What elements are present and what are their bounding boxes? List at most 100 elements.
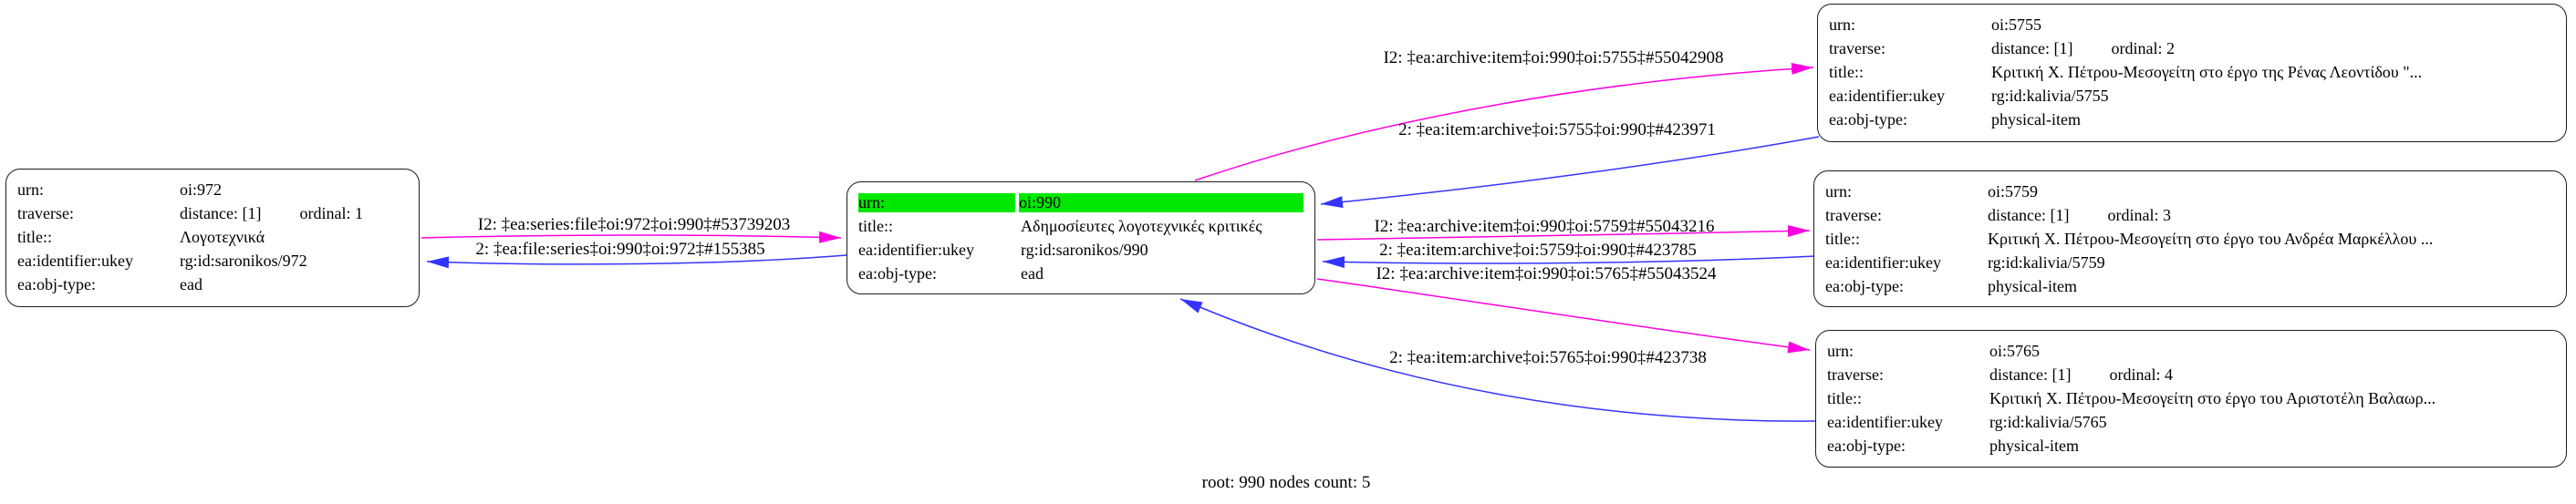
node-row: traverse: distance: [1] ordinal: 2: [1829, 36, 2555, 60]
node-oi-990-root[interactable]: urn: oi:990 title:: Αδημοσίευτες λογοτεχ…: [847, 181, 1315, 294]
node-row: traverse: distance: [1] ordinal: 4: [1827, 363, 2555, 386]
field-key: ea:identifier:ukey: [858, 240, 974, 259]
field-value: rg:id:kalivia/5755: [1991, 86, 2109, 105]
field-key: urn:: [858, 192, 1015, 212]
field-key: ea:obj-type:: [1825, 276, 1904, 295]
field-key: title::: [1827, 388, 1862, 407]
field-value: rg:id:kalivia/5765: [1989, 412, 2107, 431]
field-value: physical-item: [1991, 109, 2081, 129]
node-row: urn: oi:5755: [1829, 13, 2555, 36]
node-oi-5755[interactable]: urn: oi:5755 traverse: distance: [1] ordi…: [1817, 4, 2567, 142]
field-key: traverse:: [1829, 38, 1885, 57]
node-row: ea:identifier:ukey rg:id:saronikos/972: [17, 249, 408, 273]
edge-label-archive-item-990-5755: I2: ‡ea:archive:item‡oi:990‡oi:5755‡#550…: [1383, 48, 1724, 67]
node-row: traverse: distance: [1] ordinal: 3: [1825, 203, 2555, 227]
node-oi-972[interactable]: urn: oi:972 traverse: distance: [1] ordin…: [5, 169, 420, 307]
field-value-ordinal: ordinal: 1: [299, 203, 363, 222]
edge-label-archive-item-990-5759: I2: ‡ea:archive:item‡oi:990‡oi:5759‡#550…: [1374, 217, 1715, 236]
field-key: ea:obj-type:: [858, 263, 937, 283]
node-oi-5765[interactable]: urn: oi:5765 traverse: distance: [1] ordi…: [1815, 330, 2567, 468]
field-key: urn:: [1827, 341, 1854, 360]
field-value: rg:id:saronikos/972: [180, 251, 307, 270]
field-key: urn:: [17, 180, 44, 199]
field-value-distance: distance: [1]: [1991, 38, 2073, 57]
edge-series-file-972-990: [421, 231, 842, 243]
field-key: traverse:: [1825, 205, 1882, 224]
edge-archive-item-990-5755: [1194, 62, 1814, 181]
field-key: traverse:: [17, 203, 74, 222]
node-row: urn: oi:5765: [1827, 339, 2555, 363]
node-row: ea:identifier:ukey rg:id:saronikos/990: [858, 238, 1304, 262]
edge-label-item-archive-5755-990: 2: ‡ea:item:archive‡oi:5755‡oi:990‡#4239…: [1398, 120, 1716, 139]
field-key: ea:identifier:ukey: [1825, 252, 1941, 272]
field-value: ead: [1021, 263, 1044, 283]
field-value: Κριτική Χ. Πέτρου-Μεσογείτη στο έργο του…: [1989, 388, 2436, 407]
field-value: oi:5759: [1988, 181, 2039, 201]
field-value: distance: [1] ordinal: 3: [1988, 206, 2555, 225]
field-value: distance: [1] ordinal: 4: [1989, 365, 2555, 385]
field-value: oi:990: [1019, 192, 1304, 212]
field-key: title::: [1829, 62, 1864, 81]
field-value: ead: [180, 274, 203, 293]
edge-label-item-archive-5759-990: 2: ‡ea:item:archive‡oi:5759‡oi:990‡#4237…: [1379, 241, 1697, 260]
node-row-highlighted: urn: oi:990: [858, 190, 1304, 214]
node-row: ea:identifier:ukey rg:id:kalivia/5755: [1829, 84, 2555, 108]
edge-item-archive-5755-990: [1320, 136, 1820, 209]
field-value: physical-item: [1988, 276, 2077, 295]
node-row: urn: oi:972: [17, 178, 408, 201]
node-row: title:: Κριτική Χ. Πέτρου-Μεσογείτη στο …: [1827, 386, 2555, 410]
node-row: title:: Λογοτεχνικά: [17, 225, 408, 249]
field-key: title::: [17, 227, 52, 246]
node-row: ea:obj-type: ead: [858, 262, 1304, 285]
node-oi-5759[interactable]: urn: oi:5759 traverse: distance: [1] ordi…: [1813, 170, 2567, 307]
field-key: ea:obj-type:: [17, 274, 96, 293]
field-value-ordinal: ordinal: 4: [2109, 365, 2173, 384]
field-value-ordinal: ordinal: 2: [2111, 38, 2175, 57]
field-value: oi:972: [180, 180, 223, 199]
field-value-distance: distance: [1]: [1988, 205, 2070, 224]
edge-label-series-file-972-990: I2: ‡ea:series:file‡oi:972‡oi:990‡#53739…: [477, 215, 791, 234]
field-value: physical-item: [1989, 436, 2079, 455]
edge-label-file-series-990-972: 2: ‡ea:file:series‡oi:990‡oi:972‡#155385: [475, 240, 765, 259]
node-row: title:: Κριτική Χ. Πέτρου-Μεσογείτη στο …: [1829, 60, 2555, 84]
field-key: traverse:: [1827, 365, 1884, 384]
field-key: ea:identifier:ukey: [1829, 86, 1945, 105]
field-key: title::: [1825, 229, 1860, 248]
field-value: Λογοτεχνικά: [180, 227, 265, 246]
field-key: ea:identifier:ukey: [1827, 412, 1943, 431]
edge-label-item-archive-5765-990: 2: ‡ea:item:archive‡oi:5765‡oi:990‡#4237…: [1389, 348, 1707, 367]
field-key: ea:identifier:ukey: [17, 251, 133, 270]
edge-archive-item-990-5765: [1316, 278, 1811, 354]
field-key: title::: [858, 216, 893, 235]
field-value: rg:id:saronikos/990: [1021, 240, 1148, 259]
node-row: ea:identifier:ukey rg:id:kalivia/5765: [1827, 410, 2555, 434]
edge-file-series-990-972: [426, 254, 847, 269]
node-row: traverse: distance: [1] ordinal: 1: [17, 201, 408, 225]
field-value: Κριτική Χ. Πέτρου-Μεσογείτη στο έργο της…: [1991, 62, 2423, 81]
node-row: urn: oi:5759: [1825, 180, 2555, 203]
node-row: ea:obj-type: physical-item: [1827, 434, 2555, 458]
field-value: distance: [1] ordinal: 1: [180, 204, 408, 223]
edge-label-archive-item-990-5765: I2: ‡ea:archive:item‡oi:990‡oi:5765‡#550…: [1376, 264, 1717, 283]
field-value: distance: [1] ordinal: 2: [1991, 39, 2555, 58]
field-key: ea:obj-type:: [1827, 436, 1906, 455]
footer-caption: root: 990 nodes count: 5: [1201, 473, 1371, 492]
field-key: urn:: [1825, 181, 1852, 201]
node-row: ea:obj-type: ead: [17, 273, 408, 296]
node-row: ea:obj-type: physical-item: [1825, 274, 2555, 298]
edge-archive-item-990-5759: [1316, 225, 1811, 241]
node-row: ea:obj-type: physical-item: [1829, 108, 2555, 131]
field-value-distance: distance: [1]: [1989, 365, 2072, 384]
field-key: ea:obj-type:: [1829, 109, 1907, 129]
field-value: Κριτική Χ. Πέτρου-Μεσογείτη στο έργο του…: [1988, 229, 2434, 248]
field-value: Αδημοσίευτες λογοτεχνικές κριτικές: [1021, 216, 1262, 235]
field-key: urn:: [1829, 15, 1855, 34]
field-value: oi:5765: [1989, 341, 2041, 360]
field-value: oi:5755: [1991, 15, 2042, 34]
edge-item-archive-5759-990: [1322, 255, 1816, 269]
edge-item-archive-5765-990: [1179, 298, 1818, 422]
field-value-distance: distance: [1]: [180, 203, 262, 222]
field-value-ordinal: ordinal: 3: [2107, 205, 2171, 224]
